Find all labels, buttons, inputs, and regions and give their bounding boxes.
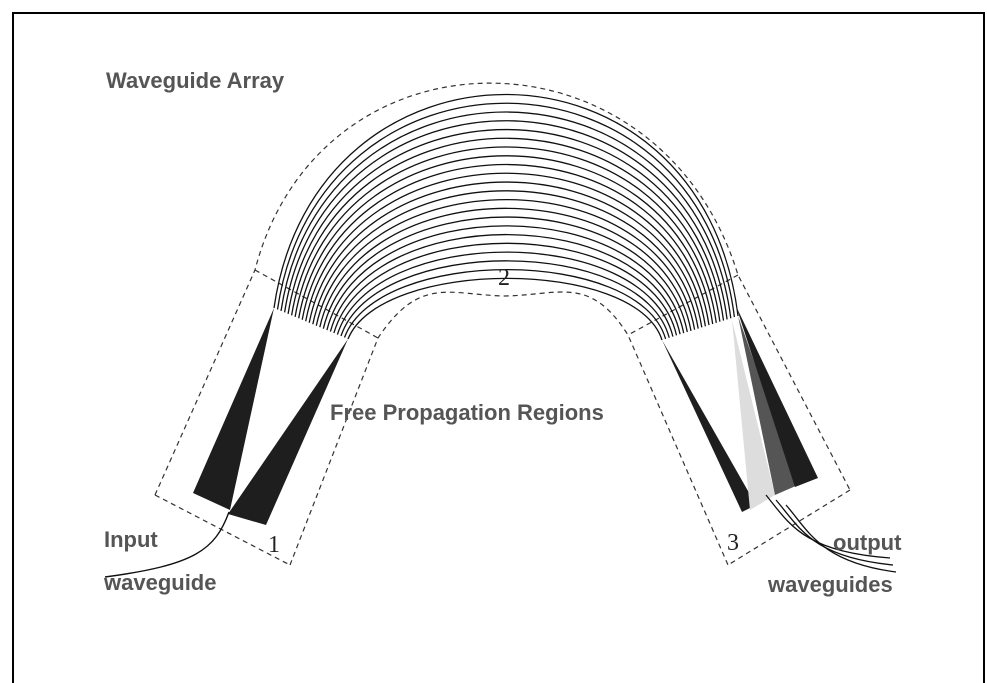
output-waveguide-line-2 (775, 499, 894, 566)
array-waveguide (343, 269, 667, 340)
array-outline-inner (289, 291, 729, 566)
array-waveguide (326, 225, 685, 334)
array-waveguide (347, 277, 663, 341)
array-waveguide (290, 137, 721, 322)
array-waveguide (315, 198, 696, 330)
array-waveguide (312, 190, 699, 329)
region1-outline-ends (154, 269, 379, 566)
array-waveguide (340, 260, 670, 338)
waveguide-array-label: Waveguide Array (106, 68, 285, 93)
array-waveguide (301, 163, 710, 326)
output-waveguides-label: waveguides (767, 572, 893, 597)
array-waveguide (298, 155, 714, 325)
fpr-label: Free Propagation Regions (330, 400, 604, 425)
array-waveguide (294, 146, 717, 323)
fpr3-left-slab (662, 340, 756, 512)
region-1-number: 1 (268, 532, 280, 558)
fpr1-right-slab (228, 339, 348, 525)
array-waveguide (308, 181, 703, 328)
fpr3-right-slab (736, 306, 818, 487)
fpr3-mid-slab (738, 316, 798, 495)
region3-outline-ends (627, 274, 851, 566)
array-waveguide (319, 207, 692, 332)
input-waveguide-line (104, 511, 230, 578)
fpr1-left-slab (193, 308, 274, 510)
array-waveguide (322, 216, 688, 333)
array-outline-outer (154, 82, 851, 496)
output-label: output (833, 530, 902, 555)
region-3-number: 3 (727, 530, 739, 556)
array-waveguide (273, 93, 739, 317)
array-waveguide (329, 233, 681, 335)
array-waveguide (336, 251, 674, 337)
fpr3-light-slab (732, 320, 775, 510)
region-2-number: 2 (498, 265, 510, 291)
output-waveguide-line-3 (785, 504, 897, 573)
array-waveguide (333, 242, 678, 336)
array-waveguide (280, 111, 732, 319)
array-waveguide (305, 172, 707, 327)
output-waveguide-line-1 (765, 494, 891, 559)
input-label: Input (104, 527, 158, 552)
figure-frame (12, 12, 985, 683)
input-waveguide-label: waveguide (103, 570, 216, 595)
array-waveguide (287, 128, 725, 321)
array-waveguide (276, 102, 736, 318)
array-waveguide (283, 120, 728, 320)
waveguide-array (273, 93, 739, 341)
